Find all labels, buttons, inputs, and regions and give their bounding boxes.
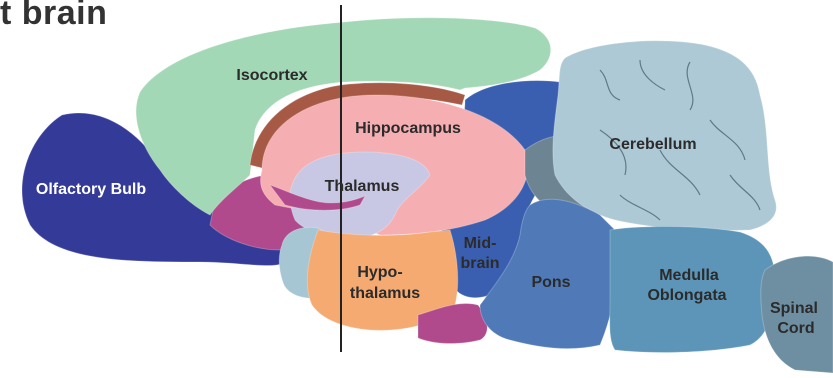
olfactory-bulb-label: Olfactory Bulb bbox=[36, 181, 146, 198]
pons-label: Pons bbox=[531, 274, 570, 291]
midbrain-label-line1: Mid- bbox=[464, 235, 497, 252]
medulla-label-line1: Medulla bbox=[659, 267, 719, 284]
hypothalamus-label-line1: Hypo- bbox=[357, 264, 402, 281]
spinal-cord-label-line2: Cord bbox=[777, 320, 814, 337]
thalamus-label: Thalamus bbox=[325, 178, 400, 195]
midbrain-label-line2: brain bbox=[460, 255, 499, 272]
hypothalamus-label-line2: thalamus bbox=[350, 285, 420, 302]
isocortex-label: Isocortex bbox=[236, 67, 307, 84]
hippocampus-label: Hippocampus bbox=[355, 120, 461, 137]
medulla-label-line2: Oblongata bbox=[647, 287, 726, 304]
cerebellum-label: Cerebellum bbox=[609, 136, 696, 153]
page-title: t brain bbox=[0, 0, 107, 33]
spinal-cord-label-line1: Spinal bbox=[770, 300, 818, 317]
